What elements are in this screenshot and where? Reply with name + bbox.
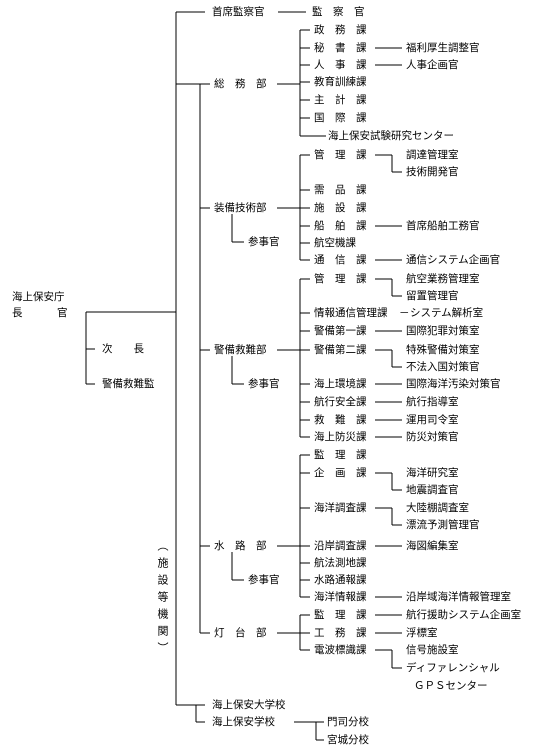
office-node: 漂流予測管理官: [406, 519, 480, 531]
section-node: 工 務 課: [314, 627, 367, 639]
dept-guard-rescue: 警備救難部: [214, 344, 267, 356]
office-node: 運用司令室: [406, 414, 459, 426]
section-node: 国 際 課: [314, 112, 367, 124]
office-node: 海図編集室: [406, 540, 459, 552]
section-node: 監 理 課: [314, 449, 367, 461]
section-node: 海上環境課: [314, 378, 367, 390]
councillor-node: 参事官: [248, 574, 280, 586]
councillor-node: 参事官: [248, 236, 280, 248]
section-node: 航法測地課: [314, 557, 367, 569]
section-node: 管 理 課: [314, 149, 367, 161]
section-node: 需 品 課: [314, 184, 367, 196]
office-node: 国際海洋汚染対策官: [406, 378, 501, 390]
branch-node: 宮城分校: [327, 734, 369, 746]
section-node: 警備第二課: [314, 344, 367, 356]
section-node: 政 務 課: [314, 24, 367, 36]
root-title-line2: 長 官: [12, 307, 80, 319]
office-node: 技術開発官: [406, 166, 459, 178]
dept-lighthouse: 灯 台 部: [214, 627, 267, 639]
office-node: 大陸棚調査室: [406, 502, 469, 514]
academy-node: 海上保安大学校: [212, 699, 286, 711]
section-node: 沿岸調査課: [314, 540, 367, 552]
office-node: 首席船舶工務官: [406, 220, 480, 232]
section-node: 人 事 課: [314, 59, 367, 71]
councillor-node: 参事官: [248, 378, 280, 390]
branch-node: 門司分校: [327, 716, 369, 728]
office-node: 地震調査官: [406, 484, 459, 496]
root-title-line1: 海上保安庁: [12, 291, 65, 303]
section-node: 通 信 課: [314, 254, 367, 266]
academy-node: 海上保安学校: [212, 716, 275, 728]
office-node: 航行指導室: [406, 396, 459, 408]
dash-connector: －: [399, 307, 410, 319]
section-node: 船 舶 課: [314, 220, 367, 232]
section-node: 企 画 課: [314, 467, 367, 479]
dept-hydrographic: 水 路 部: [214, 540, 267, 552]
section-node: 海上防災課: [314, 431, 367, 443]
facility-note: （施設等機関）: [156, 540, 169, 659]
office-node: ディファレンシャル: [406, 662, 500, 674]
office-node: ＧＰＳセンター: [414, 680, 488, 692]
inspector-node: 監 察 官: [312, 6, 365, 18]
office-node: 特殊警備対策室: [406, 344, 480, 356]
rescue-supervisor-node: 警備救難監: [102, 378, 155, 390]
office-node: 留置管理官: [406, 290, 459, 302]
section-node: 情報通信管理課: [314, 307, 388, 319]
section-node: 主 計 課: [314, 94, 367, 106]
dept-equipment-technology: 装備技術部: [214, 202, 267, 214]
office-node: 調達管理室: [406, 149, 459, 161]
section-node: 航空機課: [314, 237, 356, 249]
office-node: 人事企画官: [406, 59, 459, 71]
section-node: 施 設 課: [314, 202, 367, 214]
office-node: 福利厚生調整官: [406, 42, 480, 54]
section-node: 警備第一課: [314, 325, 367, 337]
office-node: 航行援助システム企画室: [406, 609, 522, 621]
deputy-node: 次 長: [102, 343, 144, 355]
section-node: 管 理 課: [314, 273, 367, 285]
office-node: 沿岸域海洋情報管理室: [406, 591, 511, 603]
office-node: システム解析室: [410, 307, 484, 319]
office-node: 航空業務管理室: [406, 273, 480, 285]
office-node: 信号施設室: [406, 644, 459, 656]
section-node: 電波標識課: [314, 644, 367, 656]
inspector-general-node: 首席監察官: [212, 6, 265, 18]
section-node: 海洋情報課: [314, 591, 367, 603]
section-node: 教育訓練課: [314, 76, 367, 88]
section-node: 救 難 課: [314, 414, 367, 426]
section-node: 監 理 課: [314, 609, 367, 621]
section-node: 海洋調査課: [314, 502, 367, 514]
office-node: 浮標室: [406, 627, 438, 639]
section-node: 水路通報課: [314, 574, 367, 586]
section-node: 航行安全課: [314, 396, 367, 408]
office-node: 海洋研究室: [406, 467, 459, 479]
office-node: 通信システム企画官: [406, 254, 501, 266]
office-node: 不法入国対策官: [406, 361, 480, 373]
dept-general-affairs: 総 務 部: [214, 78, 267, 90]
section-node: 海上保安試験研究センター: [328, 130, 454, 142]
office-node: 防災対策官: [406, 431, 459, 443]
office-node: 国際犯罪対策室: [406, 325, 480, 337]
section-node: 秘 書 課: [314, 42, 367, 54]
